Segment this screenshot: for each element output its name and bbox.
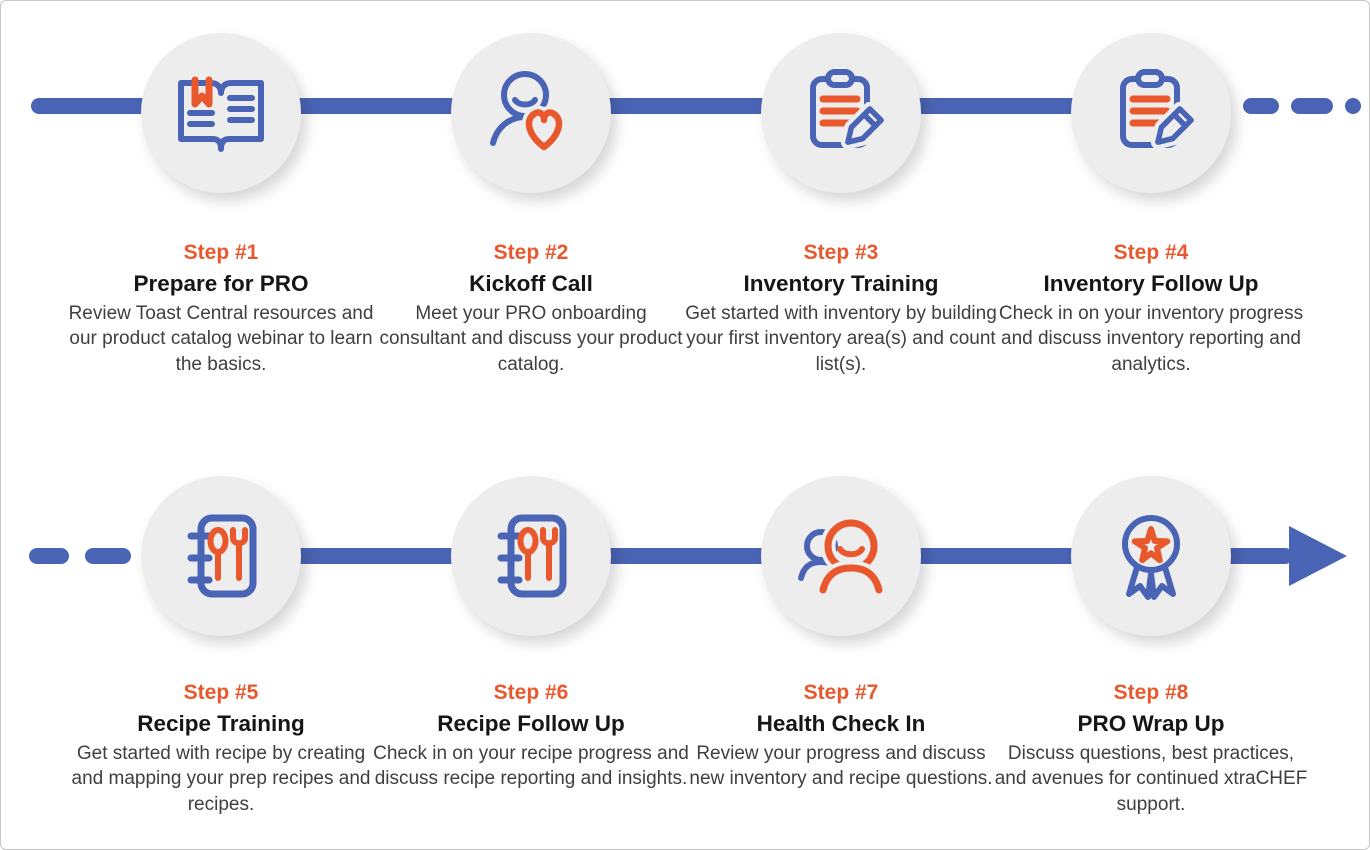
step-circle: [451, 33, 611, 193]
step-label: Step #4: [1113, 241, 1189, 264]
step-label: Step #1: [183, 241, 259, 264]
step-8-text: Step #8 PRO Wrap Up Discuss questions, b…: [991, 681, 1311, 817]
step-title: Inventory Follow Up: [1043, 271, 1259, 296]
step-circle: [1071, 476, 1231, 636]
step-description: Review Toast Central resources and our p…: [68, 303, 374, 375]
step-title: Recipe Follow Up: [437, 711, 625, 736]
step-description: Meet your PRO onboarding consultant and …: [379, 303, 683, 375]
step-5-text: Step #5 Recipe Training Get started with…: [61, 681, 381, 817]
timeline-row1: [31, 98, 1229, 114]
step-title: Kickoff Call: [469, 271, 593, 296]
timeline-row2: [151, 548, 1293, 564]
award-ribbon-icon: [1122, 515, 1180, 600]
arrow-right-icon: [1289, 526, 1347, 586]
step-description: Check in on your inventory progress and …: [998, 303, 1304, 375]
step-circle: [761, 33, 921, 193]
timeline-dot: [1345, 98, 1361, 114]
person-heart-icon: [490, 71, 566, 154]
two-people-icon: [798, 515, 887, 598]
recipe-book-icon: [187, 514, 257, 598]
step-description: Get started with inventory by building y…: [685, 303, 997, 375]
step-description: Discuss questions, best practices, and a…: [994, 743, 1308, 815]
clipboard-pencil-icon: [1120, 69, 1199, 150]
step-description: Review your progress and discuss new inv…: [689, 743, 993, 790]
open-book-icon: [178, 76, 264, 152]
timeline-dash: [85, 548, 131, 564]
step-circle: [141, 476, 301, 636]
step-4-text: Step #4 Inventory Follow Up Check in on …: [991, 241, 1311, 377]
step-circle: [761, 476, 921, 636]
step-label: Step #5: [183, 681, 259, 704]
step-1-text: Step #1 Prepare for PRO Review Toast Cen…: [61, 241, 381, 377]
step-6-text: Step #6 Recipe Follow Up Check in on you…: [371, 681, 691, 792]
timeline-dash: [29, 548, 69, 564]
step-title: Recipe Training: [137, 711, 305, 736]
step-label: Step #2: [493, 241, 569, 264]
timeline-dash: [1243, 98, 1279, 114]
step-circle: [451, 476, 611, 636]
recipe-book-icon: [497, 514, 567, 598]
step-description: Get started with recipe by creating and …: [71, 743, 371, 815]
step-circle: [1071, 33, 1231, 193]
step-title: Prepare for PRO: [133, 271, 309, 296]
step-label: Step #3: [803, 241, 879, 264]
step-title: PRO Wrap Up: [1077, 711, 1225, 736]
step-circle: [141, 33, 301, 193]
step-2-text: Step #2 Kickoff Call Meet your PRO onboa…: [371, 241, 691, 377]
timeline-dash: [1291, 98, 1333, 114]
step-label: Step #7: [803, 681, 879, 704]
step-title: Health Check In: [756, 711, 926, 736]
step-description: Check in on your recipe progress and dis…: [373, 743, 689, 790]
step-3-text: Step #3 Inventory Training Get started w…: [681, 241, 1001, 377]
step-7-text: Step #7 Health Check In Review your prog…: [681, 681, 1001, 792]
step-label: Step #6: [493, 681, 569, 704]
step-title: Inventory Training: [743, 271, 939, 296]
step-label: Step #8: [1113, 681, 1189, 704]
clipboard-pencil-icon: [810, 69, 889, 150]
